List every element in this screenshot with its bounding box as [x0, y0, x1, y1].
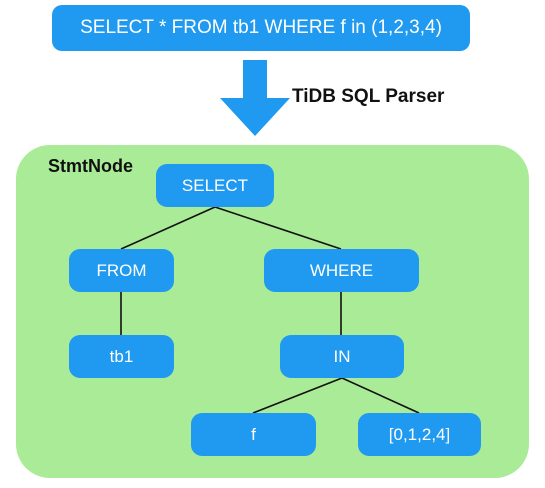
- node-select: SELECT: [156, 164, 274, 207]
- edge-select-where: [214, 206, 342, 250]
- node-value-list: [0,1,2,4]: [358, 413, 481, 456]
- node-where: WHERE: [264, 249, 419, 292]
- edge-select-from: [120, 206, 216, 250]
- sql-query-box: SELECT * FROM tb1 WHERE f in (1,2,3,4): [52, 5, 470, 51]
- down-arrow-icon: [220, 60, 290, 136]
- edge-in-list: [341, 377, 420, 414]
- node-in: IN: [280, 335, 404, 378]
- parser-label: TiDB SQL Parser: [292, 86, 445, 107]
- node-f: f: [191, 413, 316, 456]
- edge-in-f: [252, 377, 343, 414]
- node-from: FROM: [69, 249, 174, 292]
- node-tb1: tb1: [69, 335, 174, 378]
- stmt-node-title: StmtNode: [48, 156, 133, 176]
